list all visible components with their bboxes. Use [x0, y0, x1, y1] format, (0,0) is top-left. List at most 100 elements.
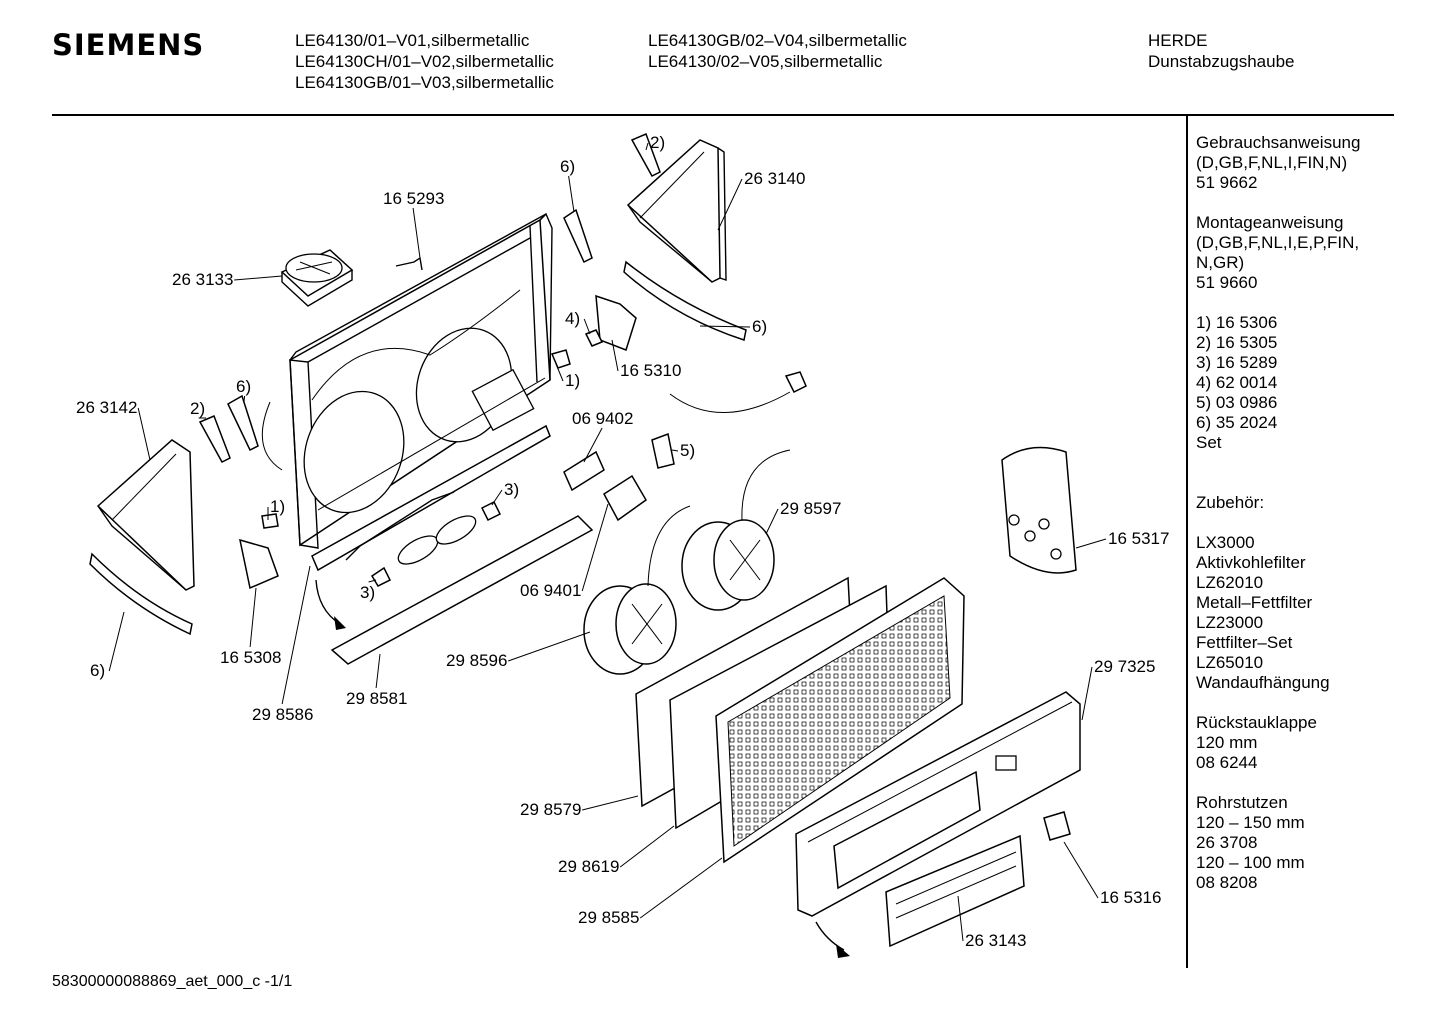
model-list-2: LE64130GB/02–V04,silbermetallic LE64130/… [648, 30, 907, 72]
sidebar-notes: Gebrauchsanweisung(D,GB,F,NL,I,FIN,N)51 … [1196, 133, 1396, 893]
wall-bracket-drawing [239, 513, 279, 590]
sidebar-line [1196, 513, 1396, 533]
sidebar-line: (D,GB,F,NL,I,E,P,FIN, [1196, 233, 1360, 252]
leader-line-p263140 [717, 178, 743, 231]
control-module-drawing [1001, 446, 1077, 574]
sidebar-line: (D,GB,F,NL,I,FIN,N) [1196, 153, 1348, 172]
sidebar-line: Aktivkohlefilter [1196, 553, 1306, 572]
sidebar-line: LZ65010 [1196, 653, 1264, 672]
housing-frame-drawing [261, 212, 553, 549]
part-label-p263140: 26 3140 [744, 169, 805, 188]
category-line: Dunstabzugshaube [1148, 52, 1295, 71]
part-label-n2a: 2) [650, 133, 665, 152]
electronics-box-drawing [550, 294, 807, 413]
leader-line-p298585 [639, 857, 723, 919]
sidebar-line: 2) 16 5305 [1196, 333, 1278, 352]
leader-line-n6d [108, 611, 125, 672]
sidebar-line: LZ62010 [1196, 573, 1264, 592]
leader-line-n3b [368, 579, 377, 583]
header-divider [52, 114, 1394, 116]
leader-line-n6a [568, 175, 575, 213]
sidebar-line [1196, 693, 1396, 713]
fan-motors-drawing [583, 449, 791, 675]
sidebar-line: N,GR) [1196, 253, 1245, 272]
sidebar-line [1196, 473, 1396, 493]
sidebar-line: 1) 16 5306 [1196, 313, 1278, 332]
leader-lines [108, 142, 1107, 942]
sidebar-line: 51 9660 [1196, 273, 1258, 292]
leader-line-p298596 [508, 631, 591, 662]
leader-line-p165293 [412, 207, 421, 259]
leader-line-n1a [555, 363, 564, 382]
cover-plates-drawing [563, 432, 675, 522]
part-label-n4: 4) [565, 309, 580, 328]
leader-line-p263142 [137, 407, 151, 461]
part-label-p069401: 06 9401 [520, 581, 581, 600]
model-line: LE64130/01–V01,silbermetallic [295, 31, 530, 50]
sidebar-divider [1186, 116, 1188, 968]
sidebar-line: Rückstauklappe [1196, 713, 1317, 732]
fan-box-drawing [280, 249, 354, 307]
part-label-n6d: 6) [90, 661, 105, 680]
leader-line-p263143 [957, 895, 964, 942]
leader-line-p069401 [581, 503, 609, 592]
sidebar-line: 08 8208 [1196, 873, 1258, 892]
model-line: LE64130/02–V05,silbermetallic [648, 52, 883, 71]
sidebar-line: 5) 03 0986 [1196, 393, 1278, 412]
part-label-p298597: 29 8597 [780, 499, 841, 518]
sidebar-line [1196, 453, 1396, 473]
category-line: HERDE [1148, 31, 1208, 50]
leader-line-p069402 [583, 427, 603, 463]
part-label-n5: 5) [680, 441, 695, 460]
part-label-p263133: 26 3133 [172, 270, 233, 289]
part-label-p298596: 29 8596 [446, 651, 507, 670]
leader-line-p165310 [611, 339, 619, 372]
part-label-p165316: 16 5316 [1100, 888, 1161, 907]
leader-line-p165316 [1063, 841, 1099, 899]
sidebar-line: 51 9662 [1196, 173, 1258, 192]
model-line: LE64130GB/01–V03,silbermetallic [295, 73, 554, 92]
part-label-n6a: 6) [560, 157, 575, 176]
leader-line-n4 [583, 318, 591, 335]
leader-line-p263133 [234, 275, 283, 281]
sidebar-line: 3) 16 5289 [1196, 353, 1278, 372]
left-side-panel-drawing [89, 394, 259, 636]
sidebar-line: 120 – 150 mm [1196, 813, 1305, 832]
sidebar-line [1196, 293, 1396, 313]
leader-line-p165308 [249, 587, 257, 648]
part-label-p297325: 29 7325 [1094, 657, 1155, 676]
part-label-p165310: 16 5310 [620, 361, 681, 380]
part-label-p298585: 29 8585 [578, 908, 639, 927]
part-label-p298619: 29 8619 [558, 857, 619, 876]
part-label-n2b: 2) [190, 399, 205, 418]
sidebar-line: LZ23000 [1196, 613, 1264, 632]
model-list-1: LE64130/01–V01,silbermetallic LE64130CH/… [295, 30, 554, 93]
part-label-p298581: 29 8581 [346, 689, 407, 708]
front-trim-drawing [795, 691, 1081, 958]
sidebar-line: 6) 35 2024 [1196, 413, 1278, 432]
part-label-n6b: 6) [752, 317, 767, 336]
part-label-n1a: 1) [565, 371, 580, 390]
lamp-rail-drawing [311, 424, 594, 665]
sidebar-line: Zubehör: [1196, 493, 1265, 512]
leader-line-p165317 [1075, 538, 1107, 549]
leader-line-p298597 [765, 508, 779, 535]
small-bracket-drawing [395, 256, 423, 271]
leader-line-p298619 [619, 825, 675, 868]
sidebar-line: LX3000 [1196, 533, 1255, 552]
model-line: LE64130GB/02–V04,silbermetallic [648, 31, 907, 50]
sidebar-line: 26 3708 [1196, 833, 1258, 852]
category-block: HERDE Dunstabzugshaube [1148, 30, 1295, 72]
part-label-p165293: 16 5293 [383, 189, 444, 208]
sidebar-line: Montageanweisung [1196, 213, 1344, 232]
brand-logo: SIEMENS [52, 28, 205, 62]
leader-line-p298581 [375, 653, 381, 689]
leader-line-n2a [645, 142, 649, 151]
part-label-p298579: 29 8579 [520, 800, 581, 819]
sidebar-line: Fettfilter–Set [1196, 633, 1293, 652]
sidebar-line: 120 – 100 mm [1196, 853, 1305, 872]
sidebar-line [1196, 773, 1396, 793]
sidebar-line: Rohrstutzen [1196, 793, 1288, 812]
